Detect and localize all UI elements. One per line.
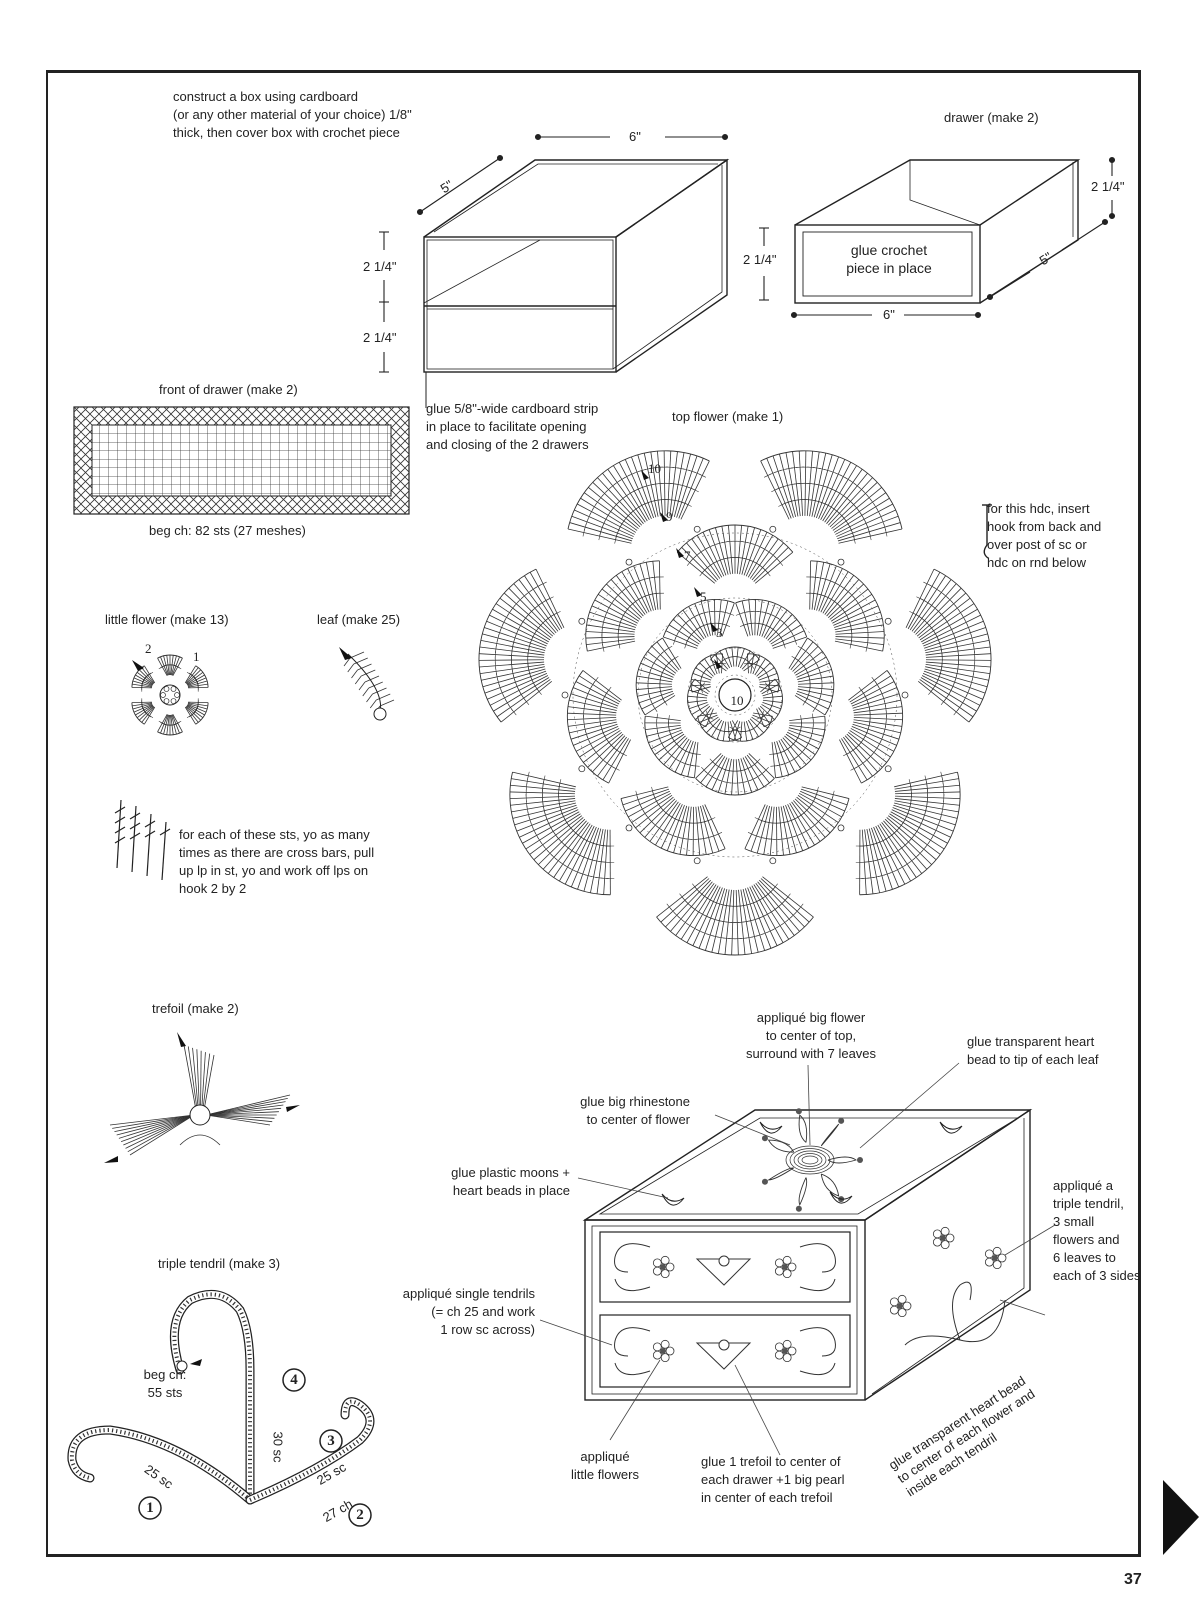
drawer-dim-height-right: 2 1/4" <box>1091 179 1125 194</box>
tendril-number-3: 3 <box>327 1433 335 1449</box>
stitch-note: for each of these sts, yo as many times … <box>179 827 375 896</box>
round-label-5: 5 <box>700 589 707 604</box>
rhinestone-note: glue big rhinestone to center of flower <box>580 1094 690 1127</box>
round-label-3: 3 <box>716 625 723 640</box>
drawer-drawing <box>794 159 1081 304</box>
front-of-drawer-title: front of drawer (make 2) <box>159 382 298 397</box>
drawer-title: drawer (make 2) <box>944 110 1039 125</box>
hdc-note: for this hdc, insert hook from back and … <box>987 501 1102 570</box>
tendril-seg-4: 30 sc <box>270 1431 286 1463</box>
box-dim-height-top: 2 1/4" <box>363 259 397 274</box>
tendril-number-1: 1 <box>146 1500 154 1516</box>
drawer-dimensions <box>759 156 1116 319</box>
box-dim-width: 6" <box>629 129 641 144</box>
single-tendrils-note: appliqué single tendrils (= ch 25 and wo… <box>402 1286 535 1337</box>
tendril-beg-ch: beg ch: 55 sts <box>143 1367 187 1400</box>
little-flower-marker-1: 1 <box>193 649 200 664</box>
tall-stitch-symbols-icon <box>114 799 171 881</box>
top-flower-title: top flower (make 1) <box>672 409 784 424</box>
front-of-drawer-caption: beg ch: 82 sts (27 meshes) <box>149 523 306 538</box>
heart-bead-leaf-note: glue transparent heart bead to tip of ea… <box>967 1034 1099 1067</box>
little-flower-chart <box>131 654 209 736</box>
drawer-dim-height-left: 2 1/4" <box>743 252 777 267</box>
box-dim-height-bottom: 2 1/4" <box>363 330 397 345</box>
little-flowers-note: appliqué little flowers <box>571 1449 639 1482</box>
little-flower-title: little flower (make 13) <box>105 612 229 627</box>
tendril-number-2: 2 <box>356 1507 364 1523</box>
hdc-post-symbol-icon <box>982 504 992 559</box>
trefoil-chart <box>104 1032 300 1163</box>
box-drawing <box>423 158 730 373</box>
big-flower-note: appliqué big flower to center of top, su… <box>745 1010 877 1061</box>
triple-tendril-sides-note: appliqué a triple tendril, 3 small flowe… <box>1053 1178 1141 1283</box>
tendril-number-4: 4 <box>290 1372 298 1388</box>
moons-note: glue plastic moons + heart beads in plac… <box>451 1165 570 1198</box>
drawer-front-label: glue crochet piece in place <box>846 242 932 276</box>
triple-tendril-title: triple tendril (make 3) <box>158 1256 281 1271</box>
box-instructions: construct a box using cardboard (or any … <box>173 89 412 140</box>
little-flower-marker-2: 2 <box>145 641 152 656</box>
leaf-chart <box>339 647 395 721</box>
round-label-10: 10 <box>648 461 661 476</box>
page-frame <box>46 70 1141 1557</box>
box-dimensions <box>379 133 729 373</box>
triple-tendril-chart <box>67 1289 375 1505</box>
leaf-title: leaf (make 25) <box>317 612 401 627</box>
drawer-dim-width: 6" <box>883 307 895 322</box>
round-label-9: 9 <box>666 509 673 524</box>
page-number: 37 <box>1124 1571 1142 1588</box>
trefoil-title: trefoil (make 2) <box>152 1001 239 1016</box>
front-of-drawer-chart <box>73 406 410 515</box>
round-label-7: 7 <box>684 548 691 563</box>
strip-note: glue 5/8"-wide cardboard strip in place … <box>426 401 599 452</box>
trefoil-pearl-note: glue 1 trefoil to center of each drawer … <box>701 1454 845 1505</box>
top-flower-center-label: 10 <box>730 693 744 708</box>
top-flower-chart <box>478 450 992 956</box>
finished-box-illustration <box>539 1062 1056 1456</box>
